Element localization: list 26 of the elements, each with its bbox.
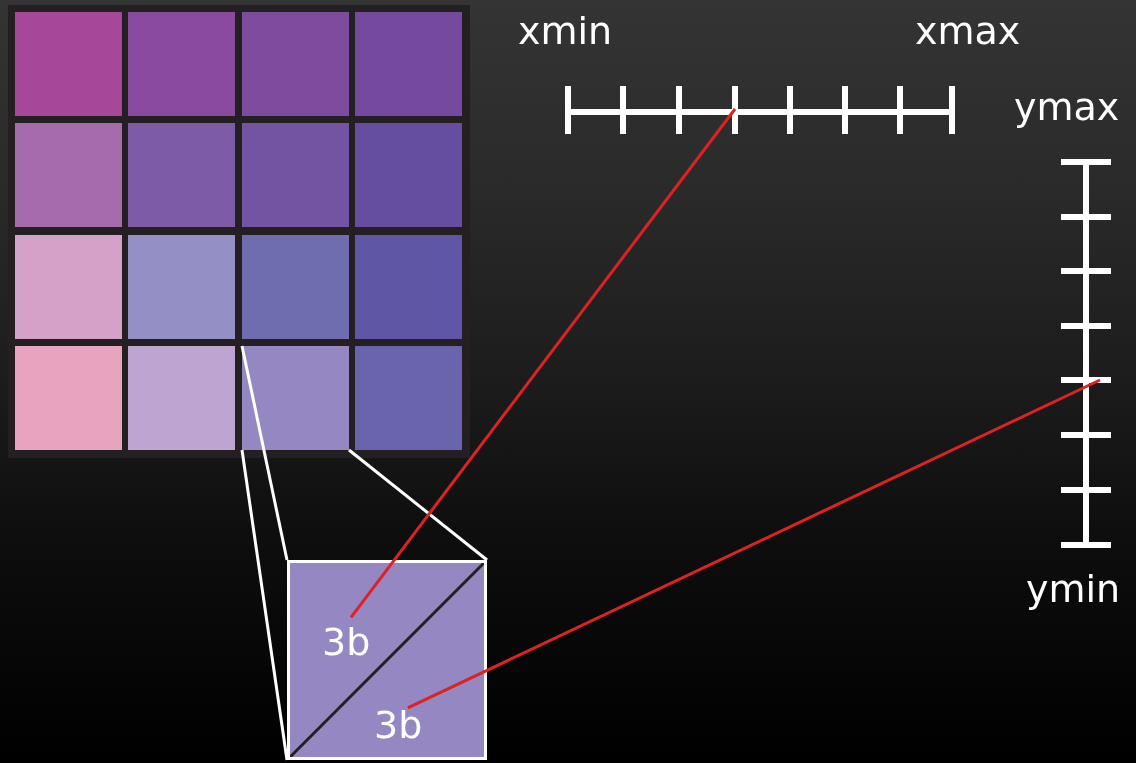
leader-line <box>407 378 1101 710</box>
color-cell <box>128 235 235 339</box>
color-cell <box>242 123 349 227</box>
color-cell <box>242 235 349 339</box>
color-cell <box>242 346 349 450</box>
color-cell <box>355 346 462 450</box>
color-cell <box>15 235 122 339</box>
color-cell <box>242 12 349 116</box>
axis-end-label: ymin <box>1026 570 1121 608</box>
color-cell <box>15 12 122 116</box>
leader-line <box>349 108 737 619</box>
zoom-line <box>240 449 289 761</box>
color-cell <box>128 123 235 227</box>
color-cell <box>128 346 235 450</box>
color-cell <box>355 123 462 227</box>
color-cell <box>355 12 462 116</box>
color-cell <box>15 123 122 227</box>
cell-label: 3b <box>322 623 371 661</box>
color-cell <box>128 12 235 116</box>
axis-end-label: xmax <box>915 12 1021 50</box>
axis-end-label: ymax <box>1014 88 1120 126</box>
cell-label: 3b <box>374 706 423 744</box>
color-cell <box>355 235 462 339</box>
color-cell <box>15 346 122 450</box>
axis-end-label: xmin <box>518 12 613 50</box>
zoom-line <box>348 448 488 562</box>
